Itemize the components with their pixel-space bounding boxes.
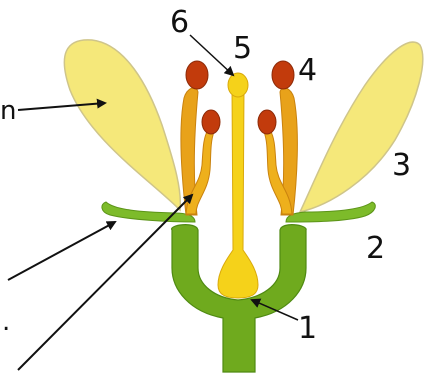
stigma <box>228 73 248 97</box>
anther-inner-right <box>258 110 276 134</box>
cut-off-label-bottom: . <box>2 307 10 337</box>
cut-off-label-top: n <box>0 96 16 126</box>
label-3: 3 <box>392 148 411 183</box>
label-1: 1 <box>298 311 317 346</box>
label-6: 6 <box>170 5 189 40</box>
petal-left <box>64 40 180 210</box>
label-5: 5 <box>233 31 252 66</box>
anther-outer-right <box>272 61 294 89</box>
anther-outer-left <box>186 61 208 89</box>
label-4: 4 <box>298 53 317 88</box>
anther-inner-left <box>202 110 220 134</box>
arrow-sepal <box>8 222 115 280</box>
label-2: 2 <box>366 231 385 266</box>
pistil <box>218 84 258 299</box>
arrow-stamen <box>18 195 192 370</box>
petal-right <box>300 42 423 212</box>
